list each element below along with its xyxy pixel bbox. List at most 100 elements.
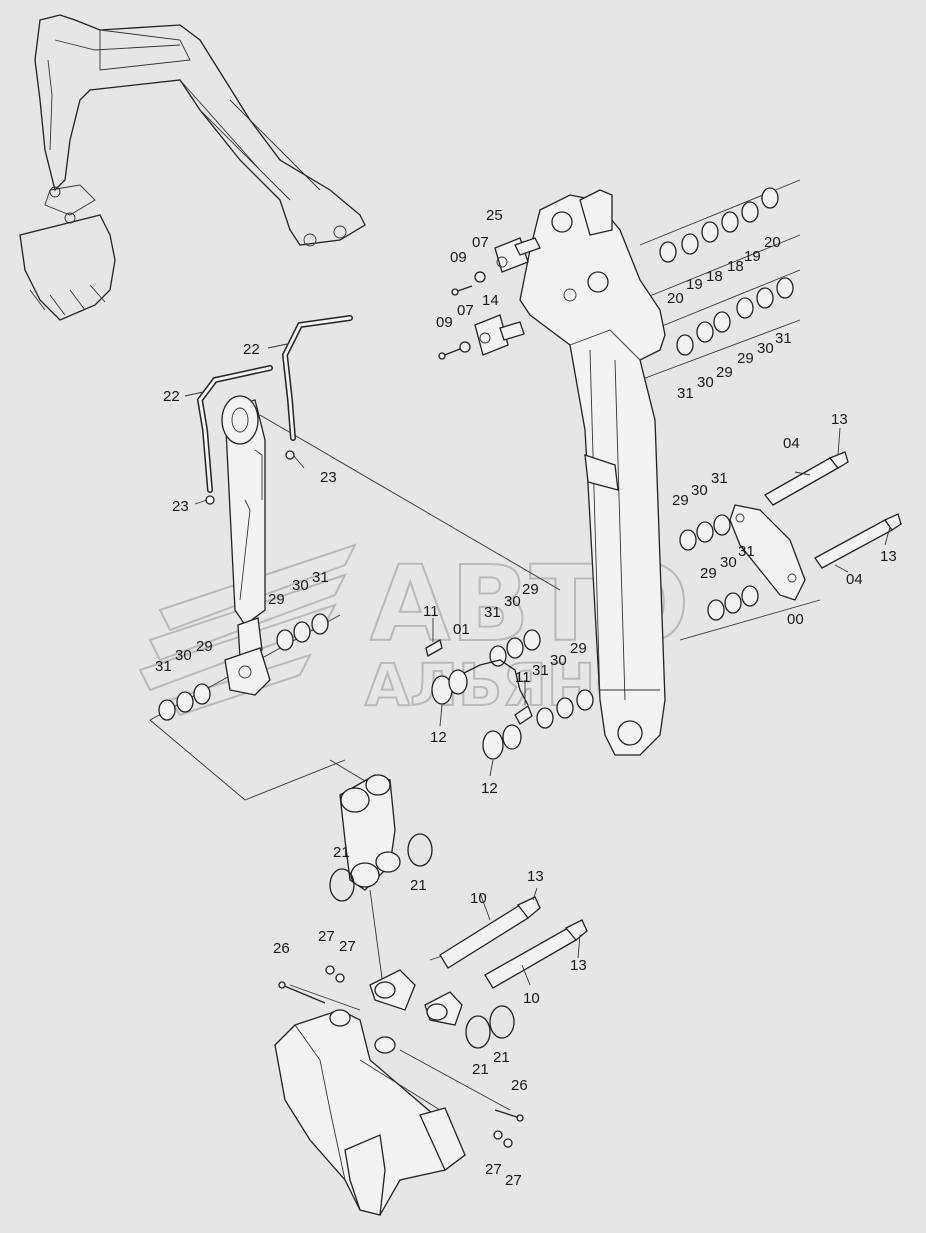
part-label: 21 — [333, 844, 350, 861]
part-label: 10 — [470, 890, 487, 907]
part-label: 26 — [511, 1077, 528, 1094]
link-arm — [339, 774, 401, 891]
orings-21-upper — [329, 833, 433, 902]
part-label: 30 — [720, 554, 737, 571]
part-label: 31 — [484, 604, 501, 621]
pin-11-upper — [425, 639, 443, 657]
part-label: 11 — [423, 603, 439, 620]
part-label: 31 — [155, 658, 172, 675]
part-label: 13 — [570, 957, 587, 974]
part-label: 31 — [711, 470, 728, 487]
bucket — [274, 1009, 466, 1216]
part-label: 27 — [485, 1161, 502, 1178]
part-label: 30 — [175, 647, 192, 664]
hose-22-right — [281, 315, 353, 441]
part-label: 29 — [522, 581, 539, 598]
part-label: 10 — [523, 990, 540, 1007]
part-label: 04 — [846, 571, 863, 588]
part-label: 00 — [787, 611, 804, 628]
washer-stack-29-30-31-cyl — [276, 613, 329, 651]
part-label: 30 — [292, 577, 309, 594]
part-label: 18 — [727, 258, 744, 275]
bucket-brackets — [329, 969, 463, 1054]
part-label: 22 — [163, 388, 180, 405]
pin-10-upper — [439, 896, 541, 969]
pin-10-lower — [484, 919, 588, 989]
part-labels: 25 09 07 14 09 07 20 19 18 18 19 20 31 3… — [155, 207, 897, 1189]
washer-stack-31-30-29-lower — [536, 689, 594, 729]
part-label: 31 — [312, 569, 329, 586]
part-label: 09 — [450, 249, 467, 266]
part-label: 29 — [268, 591, 285, 608]
part-label: 12 — [481, 780, 498, 797]
part-label: 29 — [737, 350, 754, 367]
part-label: 14 — [482, 292, 499, 309]
part-label: 30 — [691, 482, 708, 499]
part-label: 29 — [570, 640, 587, 657]
part-label: 09 — [436, 314, 453, 331]
seal-12-upper — [431, 669, 468, 705]
pin-11-lower — [514, 705, 533, 725]
part-label: 21 — [472, 1061, 489, 1078]
bolt-26-lower — [494, 1109, 524, 1122]
nut-27-upper — [325, 965, 345, 983]
part-label: 26 — [273, 940, 290, 957]
part-label: 19 — [686, 276, 703, 293]
part-label: 29 — [196, 638, 213, 655]
part-label: 29 — [700, 565, 717, 582]
part-label: 07 — [472, 234, 489, 251]
part-label: 13 — [527, 868, 544, 885]
pin-25-assembly — [451, 237, 541, 296]
part-label: 27 — [505, 1172, 522, 1189]
part-label: 27 — [318, 928, 335, 945]
orings-21-lower — [465, 1005, 515, 1049]
part-label: 07 — [457, 302, 474, 319]
arm-assembly — [519, 189, 666, 756]
nut-27-lower — [493, 1130, 513, 1148]
pin-04-lower — [814, 513, 902, 569]
part-label: 29 — [716, 364, 733, 381]
part-label: 23 — [320, 469, 337, 486]
part-label: 20 — [667, 290, 684, 307]
part-label: 01 — [453, 621, 470, 638]
part-label: 30 — [504, 593, 521, 610]
part-label: 13 — [880, 548, 897, 565]
part-label: 25 — [486, 207, 503, 224]
part-label: 29 — [672, 492, 689, 509]
part-label: 31 — [775, 330, 792, 347]
part-label: 30 — [757, 340, 774, 357]
washer-stack-20-19-18 — [659, 187, 779, 263]
washer-stack-31-30-29-upper — [676, 277, 794, 356]
part-label: 11 — [515, 669, 531, 686]
part-label: 21 — [493, 1049, 510, 1066]
part-label: 21 — [410, 877, 427, 894]
pin-04-upper — [764, 451, 849, 506]
seal-12-lower — [482, 724, 522, 760]
part-label: 23 — [172, 498, 189, 515]
part-label: 20 — [764, 234, 781, 251]
leader-lines — [184, 343, 891, 986]
excavator-overview — [19, 14, 366, 321]
part-label: 19 — [744, 248, 761, 265]
washer-stack-29-30-31-mid — [679, 514, 731, 551]
part-label: 27 — [339, 938, 356, 955]
hose-22-left — [196, 365, 273, 493]
part-label: 30 — [697, 374, 714, 391]
pin-14-assembly — [438, 314, 525, 360]
link-01 — [449, 659, 529, 706]
bucket-cylinder — [221, 395, 271, 696]
part-label: 12 — [430, 729, 447, 746]
washer-stack-31-30-29-left — [158, 683, 211, 721]
part-label: 31 — [738, 543, 755, 560]
washer-stack-29-30-31-right — [707, 585, 759, 621]
part-label: 22 — [243, 341, 260, 358]
plate-00 — [729, 504, 806, 601]
part-label: 31 — [532, 662, 549, 679]
part-label: 31 — [677, 385, 694, 402]
part-label: 04 — [783, 435, 800, 452]
part-label: 18 — [706, 268, 723, 285]
bolt-26-upper — [278, 981, 326, 1004]
part-label: 13 — [831, 411, 848, 428]
part-label: 30 — [550, 652, 567, 669]
